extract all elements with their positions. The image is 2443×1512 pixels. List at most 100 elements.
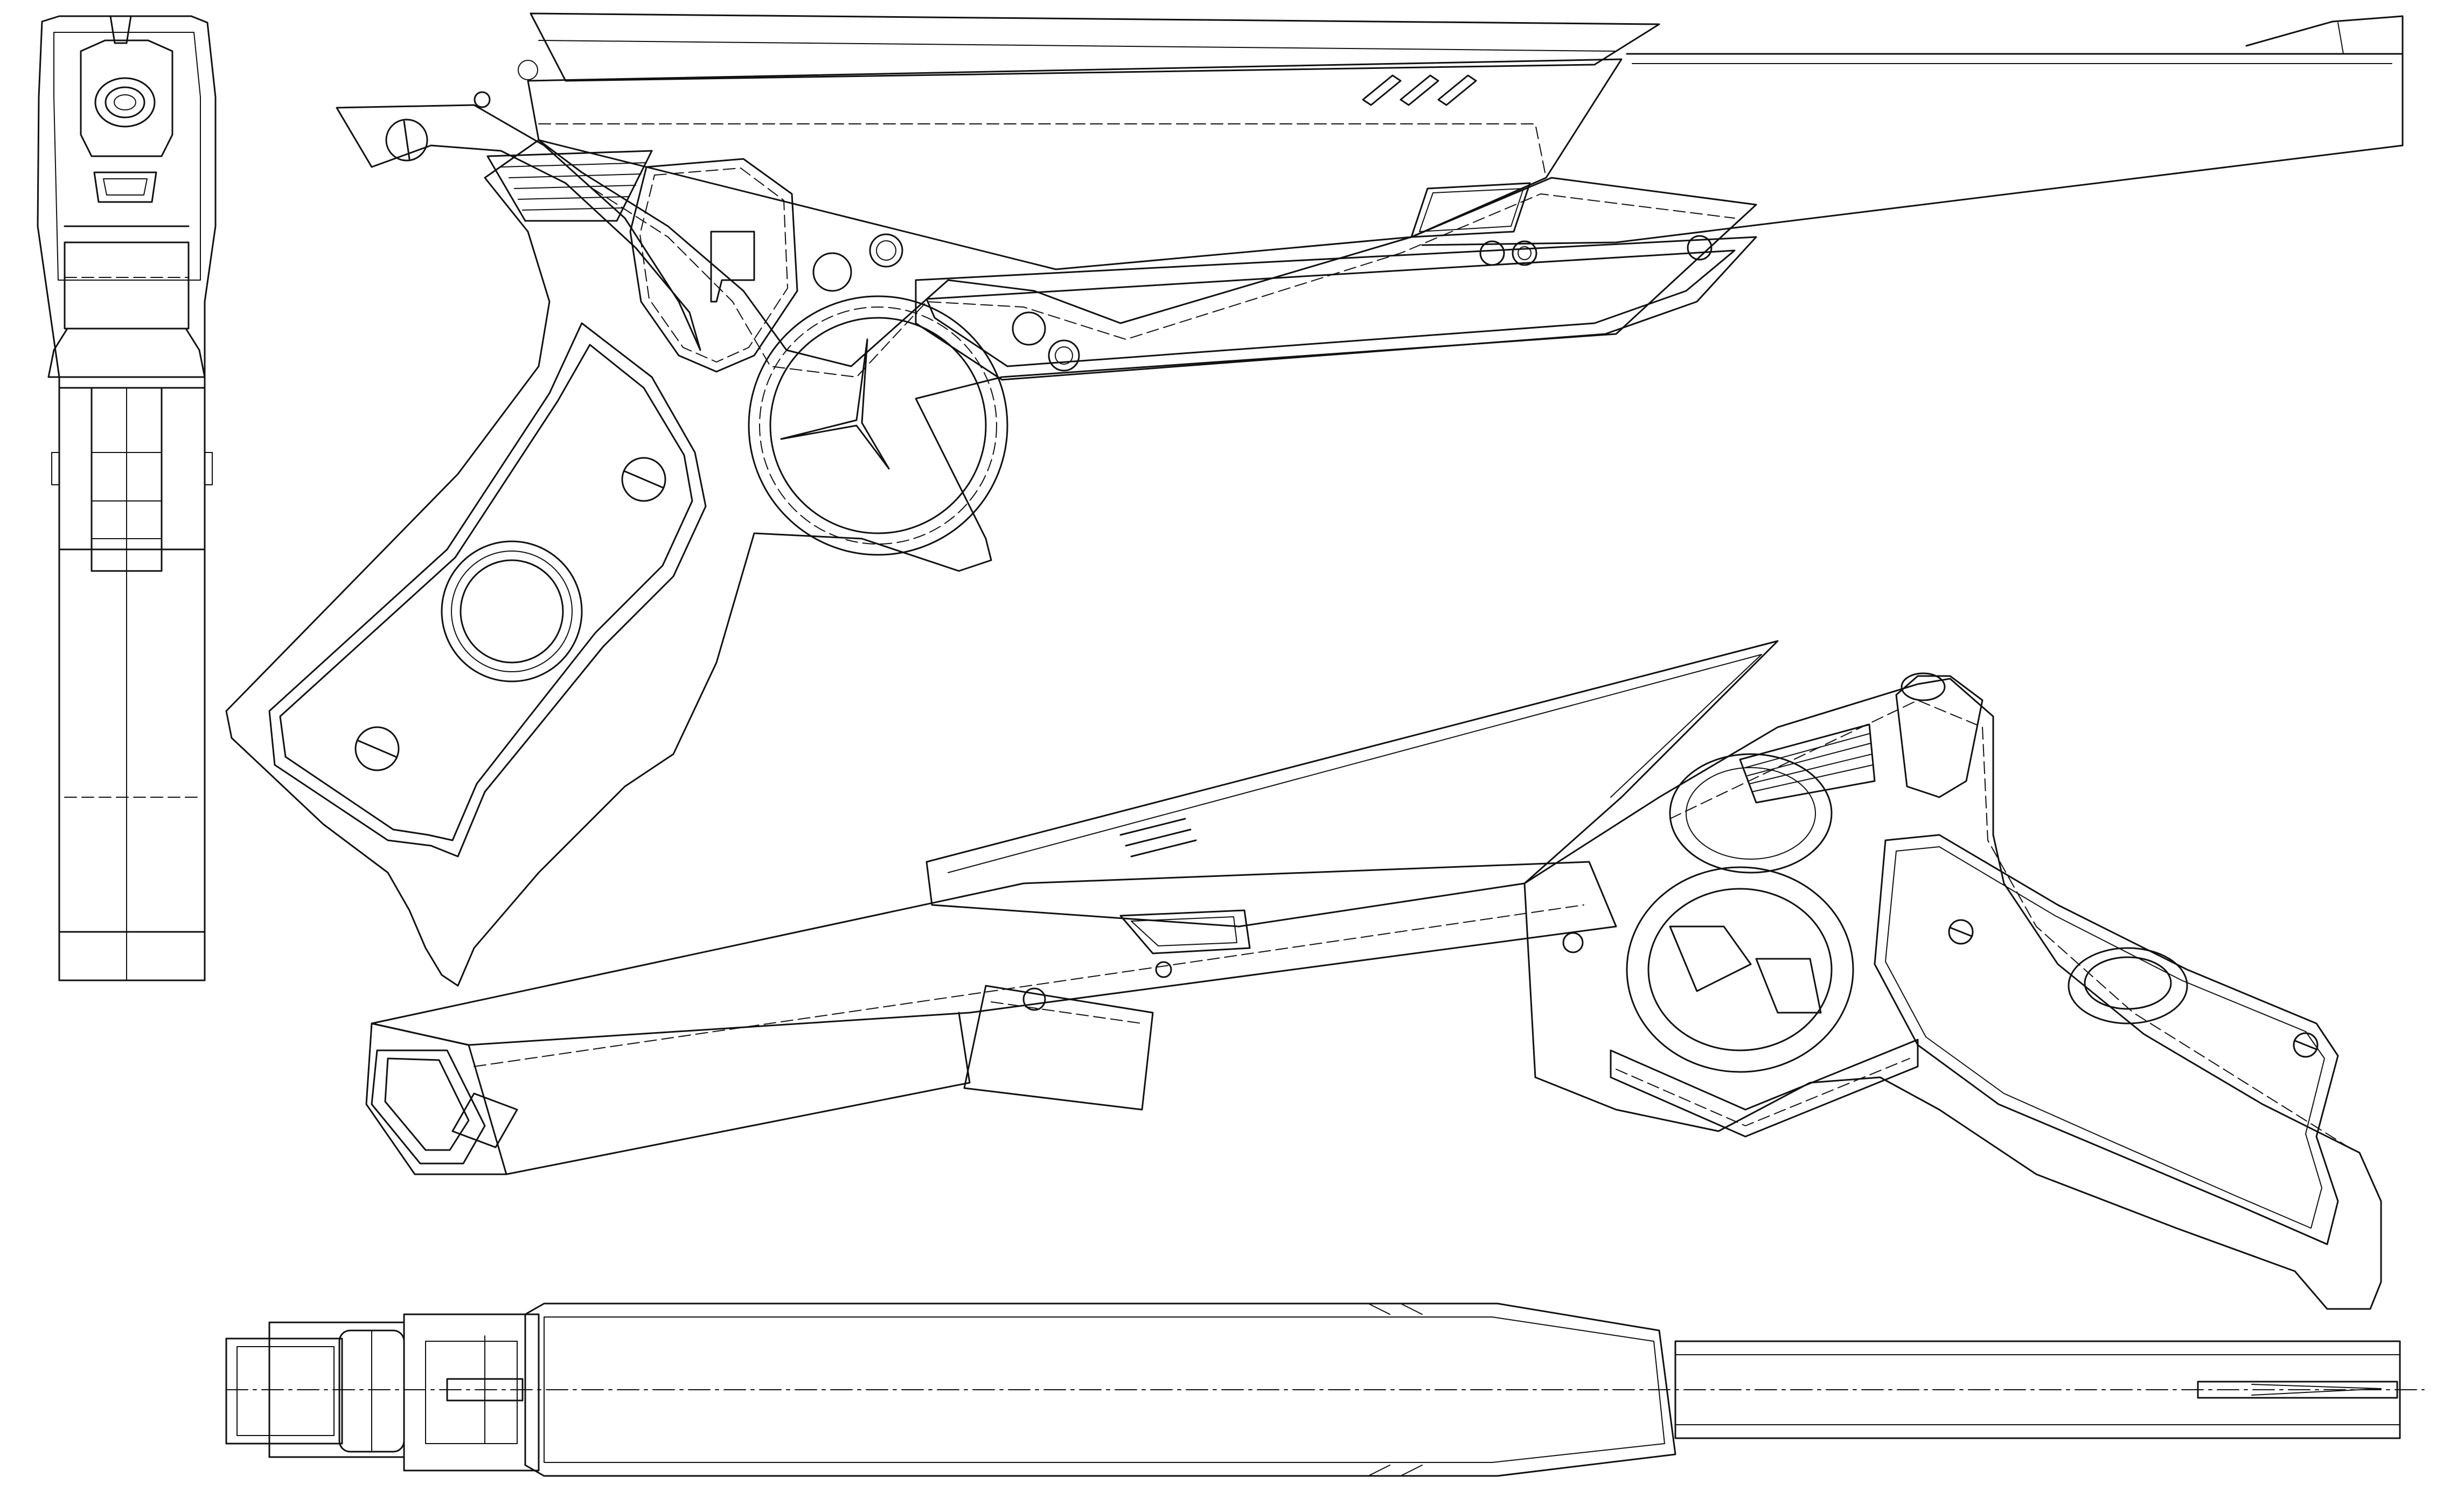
persp-clip-inner — [1131, 916, 1237, 946]
side-slide-body — [527, 58, 1623, 270]
persp-rail-block-hidden — [991, 1001, 1143, 1024]
persp-frame-hidden — [1669, 700, 2349, 1148]
persp-barrel-top — [371, 861, 1617, 1046]
side-grip-screw-bottom — [354, 726, 400, 771]
side-rear-serrations — [486, 150, 653, 222]
front-lower-slot-inner — [103, 178, 148, 196]
side-mag-follower — [710, 231, 755, 303]
persp-grip-panel-inner — [1885, 846, 2325, 1229]
side-hammer-screw — [385, 119, 428, 162]
persp-grip-screw-2-slot — [2294, 1040, 2317, 1050]
side-vent-3 — [1437, 74, 1477, 106]
persp-grip-screw-2 — [2293, 1032, 2319, 1058]
side-lower-rail-inner — [925, 249, 1736, 367]
side-cylinder-outer — [748, 295, 1008, 556]
persp-grip-screw-1-slot — [1949, 926, 1973, 937]
side-hammer-screw-slot — [403, 120, 410, 160]
persp-cylinder-face-inner — [1647, 888, 1833, 1051]
front-slide-block — [64, 241, 190, 330]
persp-trigger-base — [1610, 1039, 1919, 1138]
side-slide-top-edge — [538, 40, 1617, 52]
persp-pin-a — [1155, 961, 1172, 978]
persp-barrel-hidden — [474, 904, 1584, 1067]
persp-muzzle-outer — [371, 1049, 486, 1165]
persp-cylinder-gate-2 — [1755, 958, 1822, 1014]
side-pin-2 — [869, 233, 903, 268]
side-barrel — [1421, 53, 2404, 246]
side-mag-window-hidden — [639, 168, 788, 363]
front-muzzle-outer — [94, 77, 156, 128]
side-slide-top — [530, 12, 1660, 82]
side-rear-sight-hole — [518, 60, 538, 80]
top-slide-vent-3 — [1368, 1465, 1390, 1476]
side-rail-pin-2 — [1512, 240, 1537, 266]
side-lower-rail — [915, 236, 1757, 381]
persp-cylinder-top-inner — [1686, 767, 1816, 860]
side-cylinder-inner — [769, 317, 987, 534]
side-grip-medallion-ring — [451, 551, 573, 672]
side-pin-1 — [812, 252, 852, 292]
side-cylinder-hidden — [759, 306, 997, 545]
front-sight-housing — [80, 39, 173, 157]
side-grip-screw-top — [621, 457, 666, 502]
persp-hammer — [1895, 675, 1983, 798]
persp-muzzle-inner — [384, 1057, 470, 1151]
persp-vent-1 — [1119, 818, 1186, 836]
persp-barrel-side — [365, 1022, 507, 1175]
side-rail-pin-3 — [1687, 235, 1713, 261]
top-rear-stub — [225, 1337, 343, 1445]
persp-grip-screw-1 — [1948, 919, 1974, 945]
perspective-view — [365, 640, 2382, 1310]
persp-vent-3 — [1130, 839, 1197, 858]
persp-muzzle-second — [451, 1092, 518, 1148]
side-pin-2-inner — [876, 240, 896, 261]
persp-pin-b — [1562, 932, 1584, 953]
top-frame-section — [403, 1313, 540, 1472]
side-grip-screw-bottom-slot — [357, 740, 397, 758]
persp-cylinder-gate — [1669, 925, 1752, 992]
side-grip-panel — [268, 322, 707, 858]
side-vent-2 — [1400, 74, 1439, 106]
top-slide — [524, 1302, 1676, 1477]
persp-serrations — [1739, 723, 1876, 804]
side-rear-sight-pin — [474, 91, 491, 108]
top-slide-vent-1 — [1368, 1303, 1390, 1315]
side-rail-block — [1410, 182, 1531, 238]
side-vent-1 — [1362, 74, 1402, 106]
persp-trigger-base-hidden — [1616, 1058, 1910, 1126]
top-rear-stub-inner — [236, 1346, 335, 1436]
side-grip-panel-inner — [279, 344, 693, 841]
persp-cylinder-face — [1626, 866, 1854, 1073]
top-slide-inner — [544, 1316, 1665, 1463]
front-side-tab-right — [204, 452, 213, 485]
side-front-sight-detail — [2337, 22, 2344, 54]
side-grip-screw-top-slot — [624, 470, 664, 489]
front-muzzle-bore — [114, 94, 136, 110]
side-rail-block-detail — [1419, 188, 1524, 232]
side-grip-medallion-inner — [460, 559, 564, 664]
side-grip-medallion-outer — [441, 540, 583, 682]
persp-grip-medallion-inner — [2084, 956, 2172, 1010]
persp-grip-panel — [1874, 834, 2339, 1245]
top-slide-vent-2 — [1400, 1303, 1423, 1315]
side-frame — [225, 139, 1757, 987]
side-mag-window — [629, 158, 798, 373]
persp-slide-top-edge — [948, 654, 1762, 873]
side-rail-pin-2-inner — [1518, 246, 1532, 260]
front-lower-slot — [93, 171, 157, 203]
side-cylinder-pointer — [780, 338, 890, 470]
side-hammer — [336, 104, 701, 351]
side-front-sight — [2245, 15, 2404, 55]
top-slide-vent-4 — [1400, 1465, 1423, 1476]
front-view — [37, 15, 217, 981]
persp-barrel-bottom — [505, 1012, 971, 1175]
top-frame-inner — [425, 1341, 518, 1444]
front-grip-outer — [58, 387, 206, 981]
side-rail-pin-1 — [1479, 240, 1505, 266]
side-frame-hidden — [592, 188, 1735, 378]
front-side-tab-left — [51, 452, 60, 485]
persp-grip-medallion-outer — [2068, 947, 2188, 1025]
side-pin-3 — [1012, 311, 1046, 346]
front-guard — [47, 328, 206, 378]
persp-cylinder-top — [1669, 753, 1833, 874]
